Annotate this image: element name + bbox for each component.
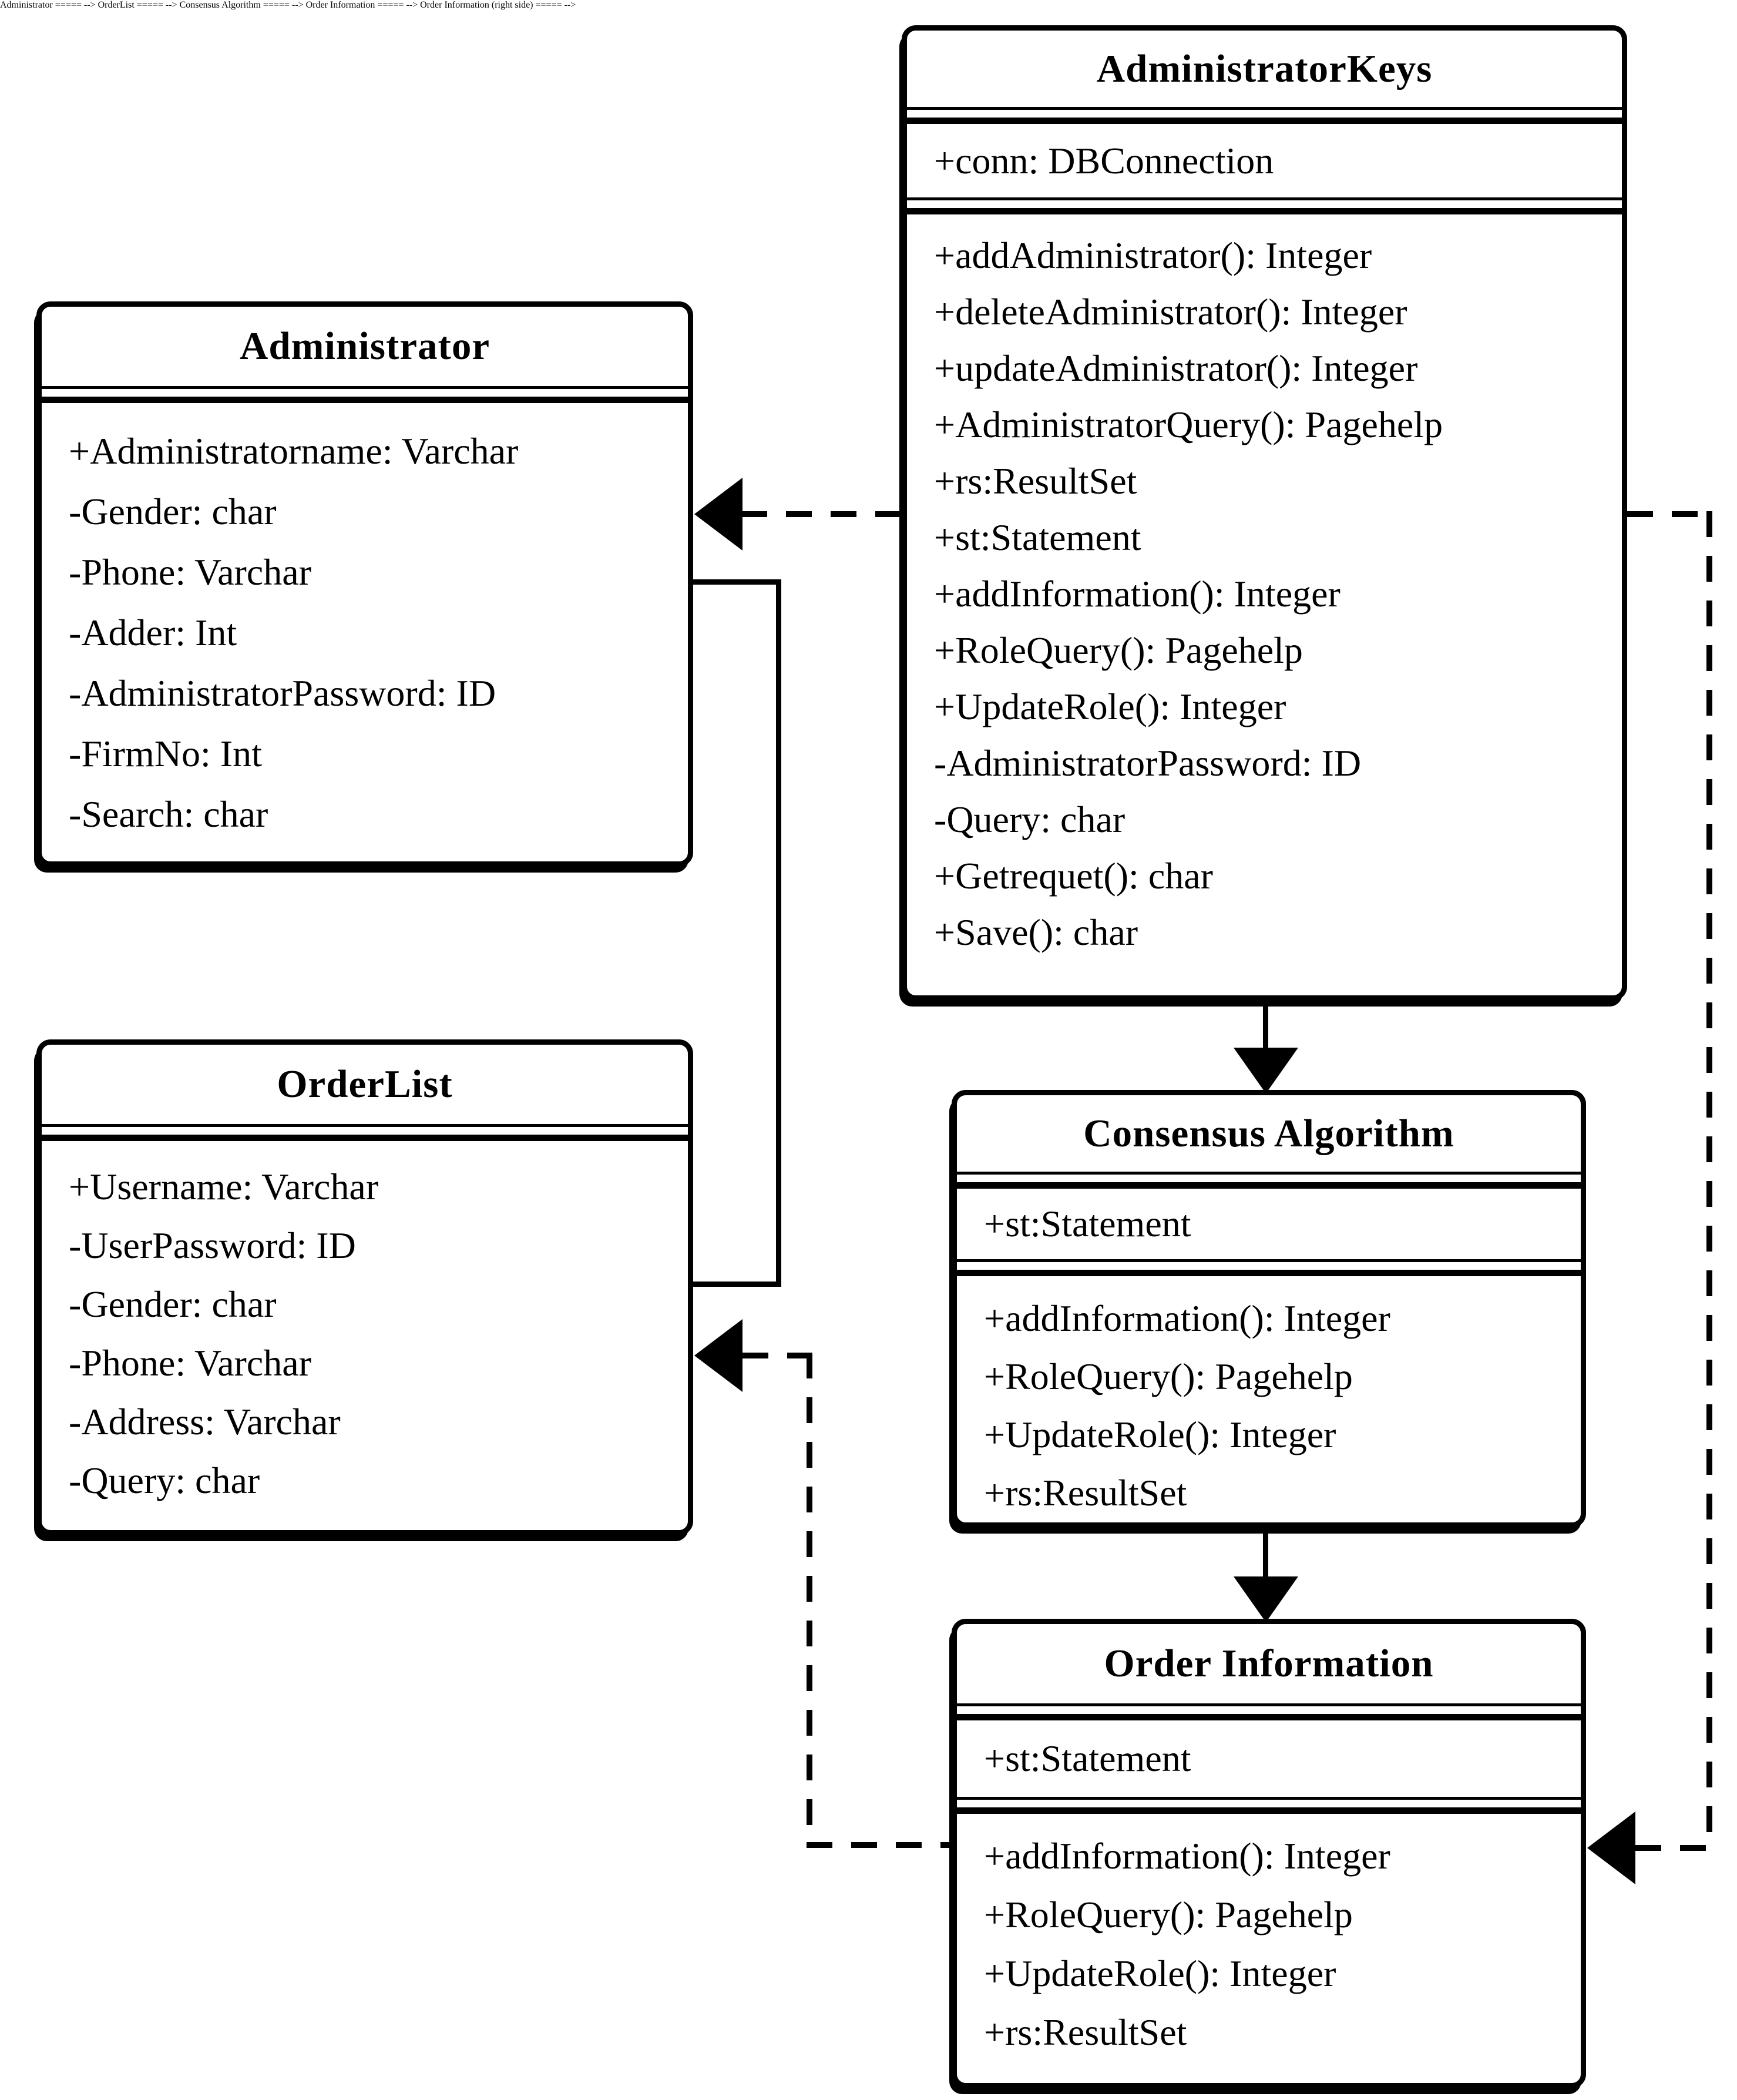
member-row: +addInformation(): Integer <box>934 573 1340 615</box>
section-divider <box>907 197 1622 214</box>
attributes-section-consensus-algorithm: +st:Statement <box>957 1189 1581 1259</box>
class-box-administrator: Administrator +Administratorname: Varcha… <box>36 301 693 867</box>
methods-section-order-information: +addInformation(): Integer +RoleQuery(): … <box>957 1814 1581 2062</box>
member-row: +st:Statement <box>984 1737 1191 1779</box>
section-divider <box>42 386 688 403</box>
member-row: +deleteAdministrator(): Integer <box>934 291 1407 333</box>
methods-section-consensus-algorithm: +addInformation(): Integer +RoleQuery(): … <box>957 1276 1581 1522</box>
member-row: -Gender: char <box>69 490 277 532</box>
arrowhead-down-orderinfo <box>1234 1576 1298 1622</box>
member-row: +updateAdministrator(): Integer <box>934 347 1418 389</box>
member-row: +Administratorname: Varchar <box>69 430 519 472</box>
member-row: -Query: char <box>69 1460 260 1501</box>
member-row: -AdministratorPassword: ID <box>69 672 496 714</box>
member-row: +AdministratorQuery(): Pagehelp <box>934 404 1443 445</box>
member-row: -Search: char <box>69 793 268 835</box>
member-row: -Address: Varchar <box>69 1401 341 1443</box>
member-row: +Save(): char <box>934 911 1138 953</box>
member-row: +rs:ResultSet <box>984 2011 1187 2053</box>
member-row: -Phone: Varchar <box>69 551 311 593</box>
member-row: +RoleQuery(): Pagehelp <box>984 1355 1353 1397</box>
member-row: -Query: char <box>934 799 1125 840</box>
member-row: +Getrequet(): char <box>934 855 1213 897</box>
class-title-orderlist: OrderList <box>277 1062 453 1106</box>
member-row: -AdministratorPassword: ID <box>934 742 1362 784</box>
member-row: +st:Statement <box>934 516 1141 558</box>
member-row: +addInformation(): Integer <box>984 1297 1390 1339</box>
member-row: +UpdateRole(): Integer <box>934 686 1286 727</box>
dependency-orderinfo-to-orderlist-segment-top <box>742 1353 809 1358</box>
attributes-section-orderlist: +Username: Varchar -UserPassword: ID -Gend… <box>42 1141 688 1510</box>
class-title-administratorkeys: AdministratorKeys <box>1096 46 1433 90</box>
arrowhead-left-orderinfo <box>1587 1811 1635 1884</box>
member-row: +st:Statement <box>984 1203 1191 1244</box>
class-box-order-information: Order Information +st:Statement +addInfo… <box>952 1619 1586 2088</box>
dependency-adminkeys-to-orderinfo-segment-top <box>1627 511 1709 517</box>
methods-section-administratorkeys: +addAdministrator(): Integer +deleteAdmin… <box>907 214 1622 961</box>
member-row: -FirmNo: Int <box>69 732 262 774</box>
link-adminkeys-to-consensus-line <box>1263 995 1268 1058</box>
member-row: +UpdateRole(): Integer <box>984 1413 1336 1455</box>
attributes-section-administrator: +Administratorname: Varchar -Gender: char… <box>42 403 688 844</box>
member-row: -Gender: char <box>69 1283 277 1325</box>
arrowhead-left-administrator <box>694 478 742 551</box>
dependency-adminkeys-to-orderinfo-segment-vertical <box>1706 511 1712 1848</box>
section-divider <box>957 1172 1581 1189</box>
member-row: -UserPassword: ID <box>69 1225 356 1266</box>
attributes-section-order-information: +st:Statement <box>957 1720 1581 1797</box>
attributes-section-administratorkeys: +conn: DBConnection <box>907 124 1622 197</box>
association-administrator-orderlist-segment-bottom <box>693 1282 781 1287</box>
arrowhead-left-orderlist <box>694 1319 742 1392</box>
section-divider <box>957 1259 1581 1276</box>
class-box-consensus-algorithm: Consensus Algorithm +st:Statement +addIn… <box>952 1090 1586 1528</box>
section-divider <box>957 1703 1581 1720</box>
section-divider <box>957 1797 1581 1814</box>
section-divider <box>907 107 1622 124</box>
class-box-administratorkeys: AdministratorKeys +conn: DBConnection +a… <box>902 25 1627 1001</box>
dependency-orderinfo-to-orderlist-segment-bottom <box>807 1842 952 1848</box>
member-row: +UpdateRole(): Integer <box>984 1953 1336 1994</box>
association-administrator-orderlist-segment-top <box>693 579 781 585</box>
class-box-orderlist: OrderList +Username: Varchar -UserPasswor… <box>36 1039 693 1535</box>
member-row: -Adder: Int <box>69 611 237 653</box>
member-row: +addAdministrator(): Integer <box>934 234 1372 276</box>
member-row: +rs:ResultSet <box>984 1471 1187 1514</box>
member-row: +addInformation(): Integer <box>984 1835 1390 1877</box>
link-consensus-to-orderinfo-line <box>1263 1522 1268 1587</box>
dependency-adminkeys-to-orderinfo-segment-bottom <box>1635 1845 1712 1851</box>
dependency-orderinfo-to-orderlist-segment-vertical <box>807 1353 812 1848</box>
dependency-adminkeys-to-administrator-line <box>741 511 902 517</box>
member-row: +rs:ResultSet <box>934 460 1137 502</box>
arrowhead-down-consensus <box>1234 1048 1298 1093</box>
class-title-administrator: Administrator <box>239 324 490 368</box>
association-administrator-orderlist-segment-vertical <box>776 579 781 1287</box>
member-row: +Username: Varchar <box>69 1166 379 1207</box>
member-row: +RoleQuery(): Pagehelp <box>984 1894 1353 1935</box>
class-title-order-information: Order Information <box>1104 1642 1434 1685</box>
member-row: -Phone: Varchar <box>69 1342 311 1384</box>
class-title-consensus-algorithm: Consensus Algorithm <box>1083 1111 1454 1155</box>
section-divider <box>42 1124 688 1141</box>
member-row: +conn: DBConnection <box>934 139 1274 182</box>
member-row: +RoleQuery(): Pagehelp <box>934 629 1303 671</box>
